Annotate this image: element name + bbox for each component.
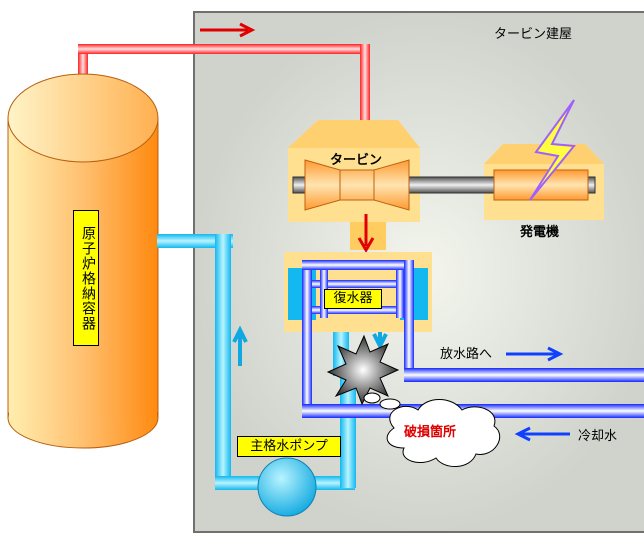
cloud-puff	[379, 398, 401, 410]
turbine-rotor-icon	[304, 159, 410, 211]
generator-label: 発電機	[519, 224, 559, 240]
condenser-label: 復水器	[324, 289, 382, 309]
cooling-water-arrow-icon	[514, 426, 570, 442]
containment-label: 原子炉格納容器	[73, 210, 99, 346]
feedwater-pump-icon	[257, 457, 317, 517]
discharge-label: 放水路へ	[440, 346, 492, 362]
steam-down-arrow-icon	[357, 214, 375, 253]
lightning-icon	[529, 99, 576, 201]
cooling-water-label: 冷却水	[578, 429, 617, 444]
damage-label: 破損箇所	[404, 424, 456, 440]
building-label: タービン建屋	[494, 27, 572, 42]
discharge-arrow-icon	[506, 346, 564, 362]
flow-arrow-up-icon	[232, 325, 248, 366]
damage-cloud	[386, 399, 501, 467]
turbine-label: タービン	[330, 152, 382, 168]
burst-icon	[326, 334, 400, 406]
cloud-puff	[363, 392, 381, 404]
pump-label: 主格水ポンプ	[237, 436, 341, 457]
steam-flow-arrow-icon	[200, 22, 256, 38]
